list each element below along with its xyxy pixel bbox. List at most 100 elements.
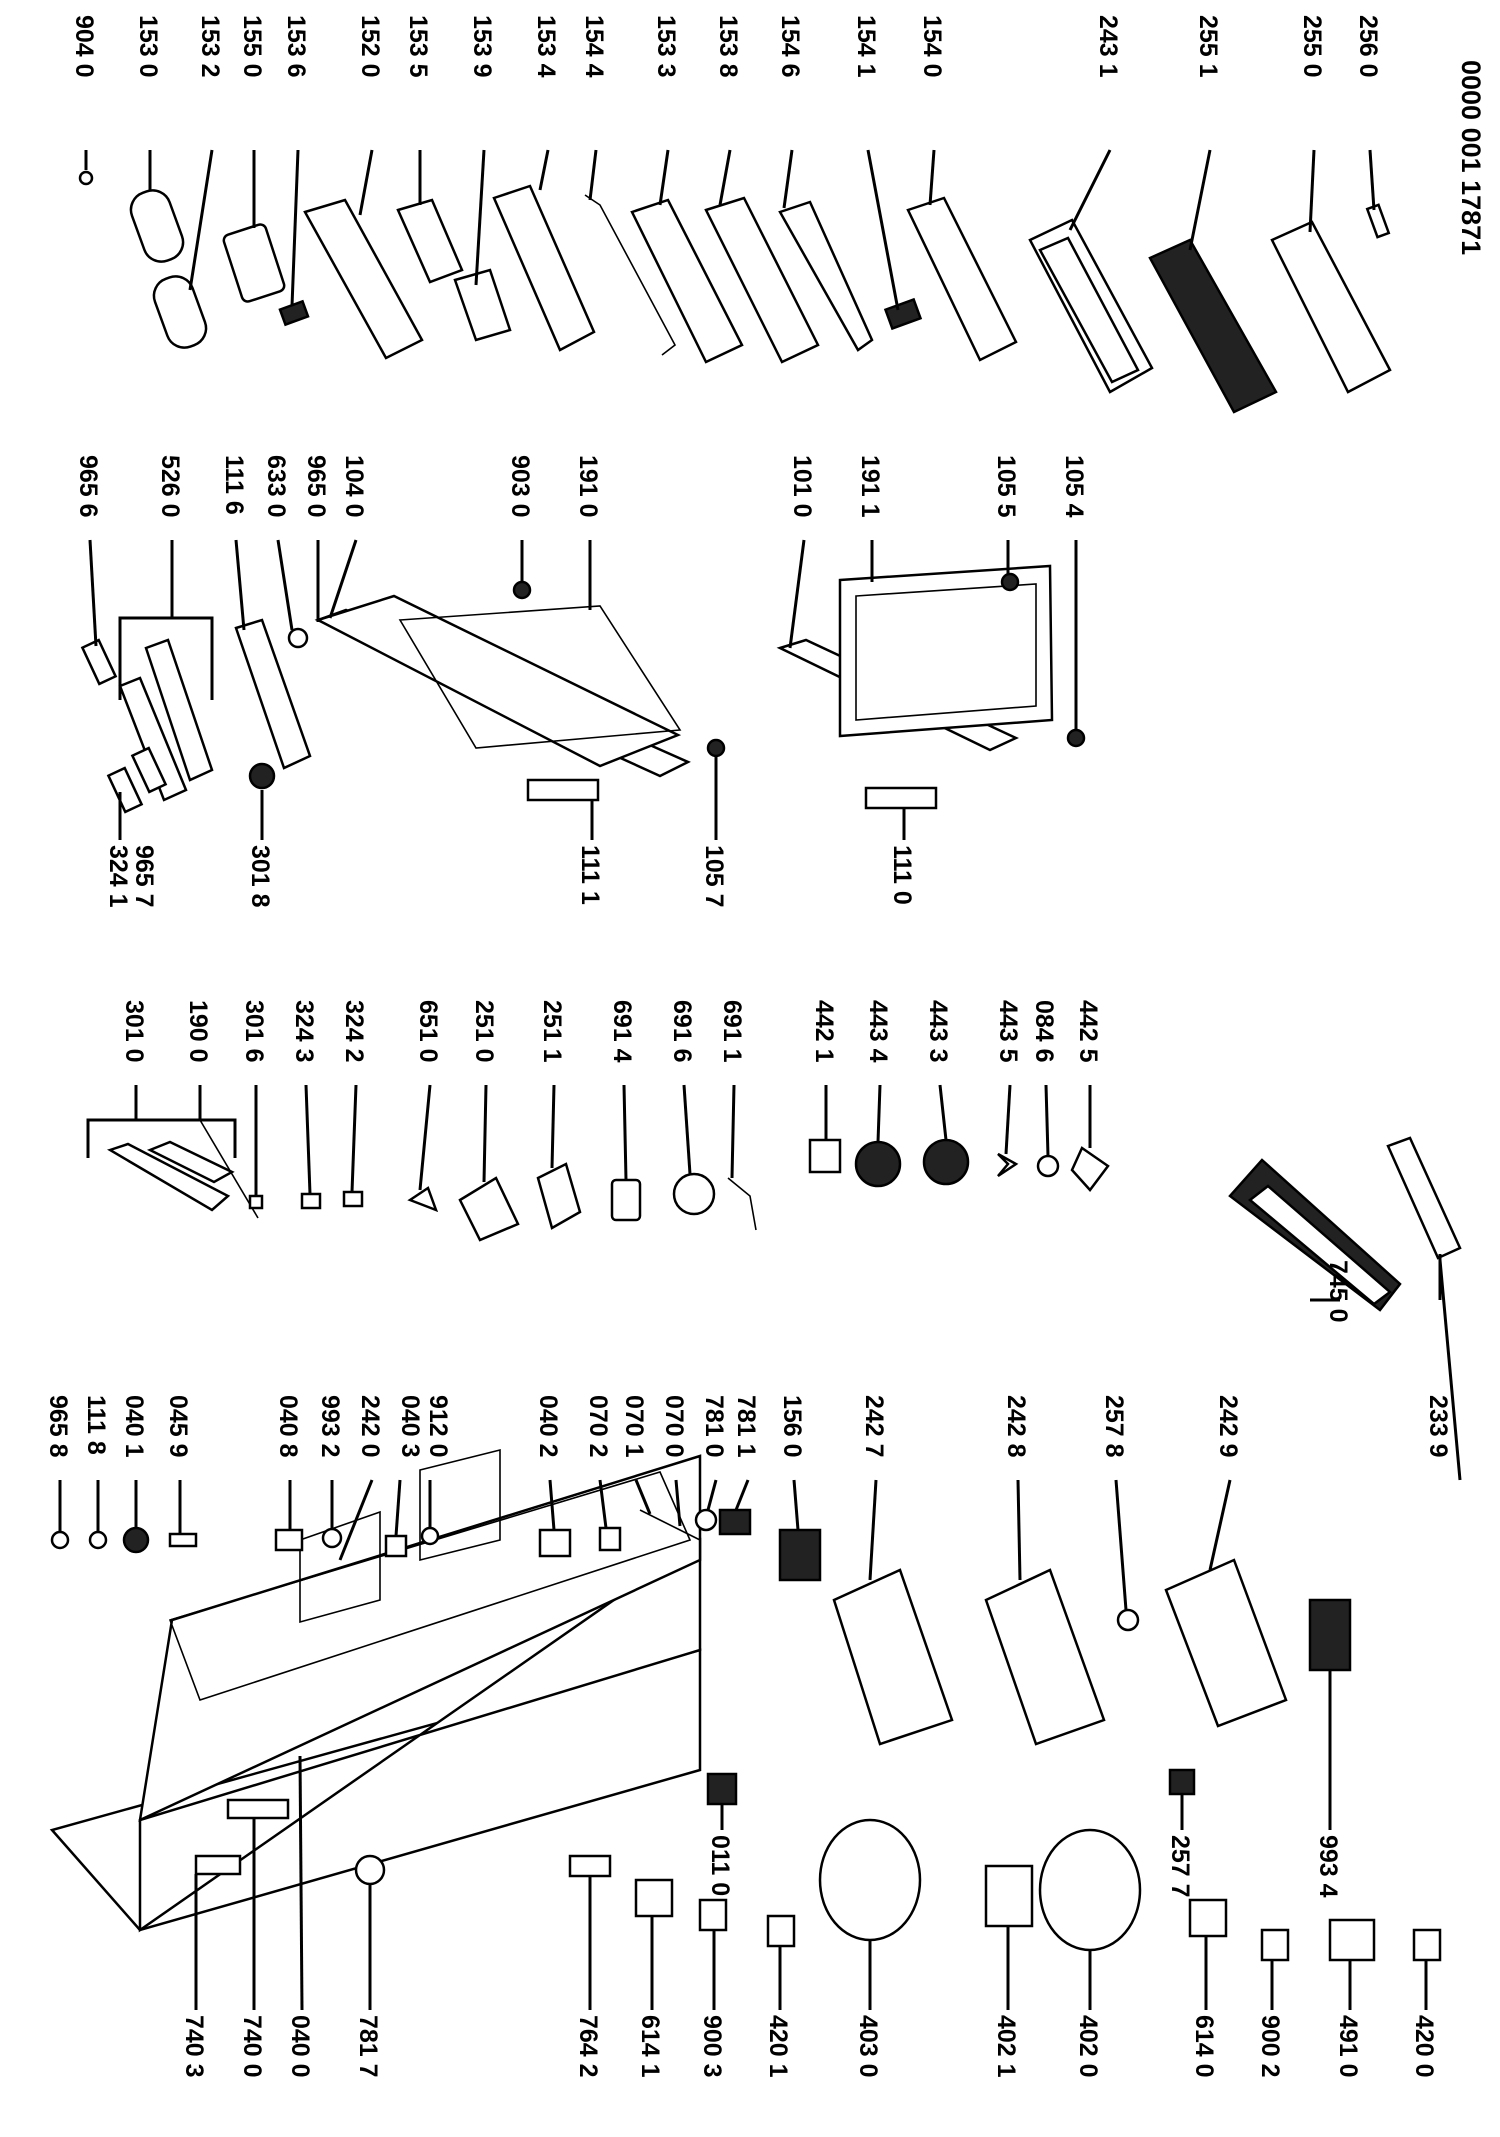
clip-324-3 xyxy=(300,1192,322,1210)
label-324-3: 324 3 xyxy=(290,1000,318,1063)
pin-045-9 xyxy=(168,1532,198,1548)
screw-904-0 xyxy=(78,170,94,186)
label-111-1: 111 1 xyxy=(576,845,604,905)
drawer-242-9 xyxy=(1164,1558,1288,1728)
fan-mount-442-1 xyxy=(808,1138,842,1174)
label-154-0: 154 0 xyxy=(918,15,946,78)
label-420-1: 420 1 xyxy=(764,2015,792,2078)
label-965-8: 965 8 xyxy=(44,1395,72,1458)
label-190-0: 190 0 xyxy=(184,1000,212,1063)
label-257-8: 257 8 xyxy=(1100,1395,1128,1458)
hinge-105-4 xyxy=(1066,728,1086,748)
cover-402-1 xyxy=(984,1864,1034,1928)
label-105-7: 105 7 xyxy=(700,845,728,908)
label-070-0: 070 0 xyxy=(660,1395,688,1458)
hinge-111-0 xyxy=(864,786,938,810)
leader-lines xyxy=(58,149,1462,2011)
cabinet-body-front xyxy=(138,1537,702,1933)
rod-190-0 xyxy=(199,1119,259,1219)
egg-tray-155-0 xyxy=(222,223,286,303)
hinge-040-8 xyxy=(274,1528,304,1552)
hinge-cover-111-6 xyxy=(234,618,312,770)
label-153-3: 153 3 xyxy=(652,15,680,78)
grommet-084-6 xyxy=(1036,1154,1060,1178)
label-781-1: 781 1 xyxy=(732,1395,760,1458)
glass-shelf-243-1-inner xyxy=(1038,236,1140,384)
lamp-holder-691-4 xyxy=(610,1178,642,1222)
clip-324-1 xyxy=(106,766,144,814)
label-084-6: 084 6 xyxy=(1030,1000,1058,1063)
label-111-6: 111 6 xyxy=(220,455,248,515)
label-691-6: 691 6 xyxy=(668,1000,696,1063)
relay-614-1 xyxy=(634,1878,674,1918)
label-070-2: 070 2 xyxy=(584,1395,612,1458)
label-255-1: 255 1 xyxy=(1194,15,1222,78)
label-443-3: 443 3 xyxy=(924,1000,952,1063)
bar-740-3 xyxy=(194,1854,242,1876)
label-154-6: 154 6 xyxy=(776,15,804,78)
lamp-cover-691-6 xyxy=(672,1172,716,1216)
clip-257-7 xyxy=(1168,1768,1196,1796)
clip-153-6 xyxy=(278,299,310,327)
label-154-4: 154 4 xyxy=(580,15,608,78)
label-153-0: 153 0 xyxy=(134,15,162,78)
label-903-0: 903 0 xyxy=(506,455,534,518)
light-781-1 xyxy=(718,1508,752,1536)
label-301-8: 301 8 xyxy=(246,845,274,908)
hinge-040-3 xyxy=(384,1534,408,1558)
hinge-pin-105-7 xyxy=(706,738,726,758)
label-965-7: 965 7 xyxy=(130,845,158,908)
bracket-526-0 xyxy=(118,616,214,700)
door-shelf-152-0 xyxy=(303,198,424,360)
label-781-0: 781 0 xyxy=(700,1395,728,1458)
hinge-040-1 xyxy=(122,1526,150,1554)
label-153-9: 153 9 xyxy=(468,15,496,78)
clip-781-0 xyxy=(694,1508,718,1532)
hinge-105-5 xyxy=(1000,572,1020,592)
label-614-1: 614 1 xyxy=(636,2015,664,2078)
label-153-5: 153 5 xyxy=(404,15,432,78)
control-panel-526-0 xyxy=(144,638,214,782)
screw-912-0 xyxy=(420,1526,440,1546)
door-shelf-153-8 xyxy=(704,196,820,364)
clip-154-1 xyxy=(883,297,923,331)
box-491-0 xyxy=(1328,1918,1376,1962)
fridge-door-104-0 xyxy=(314,594,682,768)
label-904-0: 904 0 xyxy=(70,15,98,78)
clip-965-7 xyxy=(130,746,168,794)
screw-903-0 xyxy=(512,580,532,600)
fan-motor-443-3 xyxy=(922,1138,970,1186)
control-bar-301-0 xyxy=(106,1142,231,1212)
door-accessories-parts xyxy=(78,170,1392,414)
label-011-0: 011 0 xyxy=(706,1835,734,1896)
wire-shelf-255-1 xyxy=(1148,238,1278,414)
fan-blade-443-5 xyxy=(997,1152,1019,1178)
label-155-0: 155 0 xyxy=(238,15,266,78)
label-745-0: 745 0 xyxy=(1324,1260,1352,1323)
hinge-111-1 xyxy=(526,778,600,802)
door-shelf-153-5 xyxy=(396,198,464,284)
label-070-1: 070 1 xyxy=(620,1395,648,1458)
door-gasket-191-0 xyxy=(398,605,682,749)
label-965-6: 965 6 xyxy=(74,455,102,518)
bracket-301-0 xyxy=(86,1118,237,1158)
capacitor-900-3 xyxy=(698,1898,728,1932)
label-040-0: 040 0 xyxy=(286,2015,314,2078)
label-651-0: 651 0 xyxy=(414,1000,442,1063)
cover-251-1 xyxy=(536,1162,582,1230)
label-040-8: 040 8 xyxy=(274,1395,302,1458)
label-764-2: 764 2 xyxy=(574,2015,602,2078)
label-152-0: 152 0 xyxy=(356,15,384,78)
plug-781-7 xyxy=(354,1854,386,1886)
reference-number: 0000 001 17871 xyxy=(1456,60,1486,255)
label-045-9: 045 9 xyxy=(164,1395,192,1458)
thermostat-651-0 xyxy=(407,1186,439,1213)
label-301-0: 301 0 xyxy=(120,1000,148,1063)
label-993-4: 993 4 xyxy=(1314,1835,1342,1898)
compressor-402-0 xyxy=(1038,1828,1142,1952)
clip-301-6 xyxy=(248,1194,264,1210)
compressor-403-0 xyxy=(818,1818,922,1942)
label-040-1: 040 1 xyxy=(120,1395,148,1458)
label-153-2: 153 2 xyxy=(196,15,224,78)
label-153-6: 153 6 xyxy=(282,15,310,78)
